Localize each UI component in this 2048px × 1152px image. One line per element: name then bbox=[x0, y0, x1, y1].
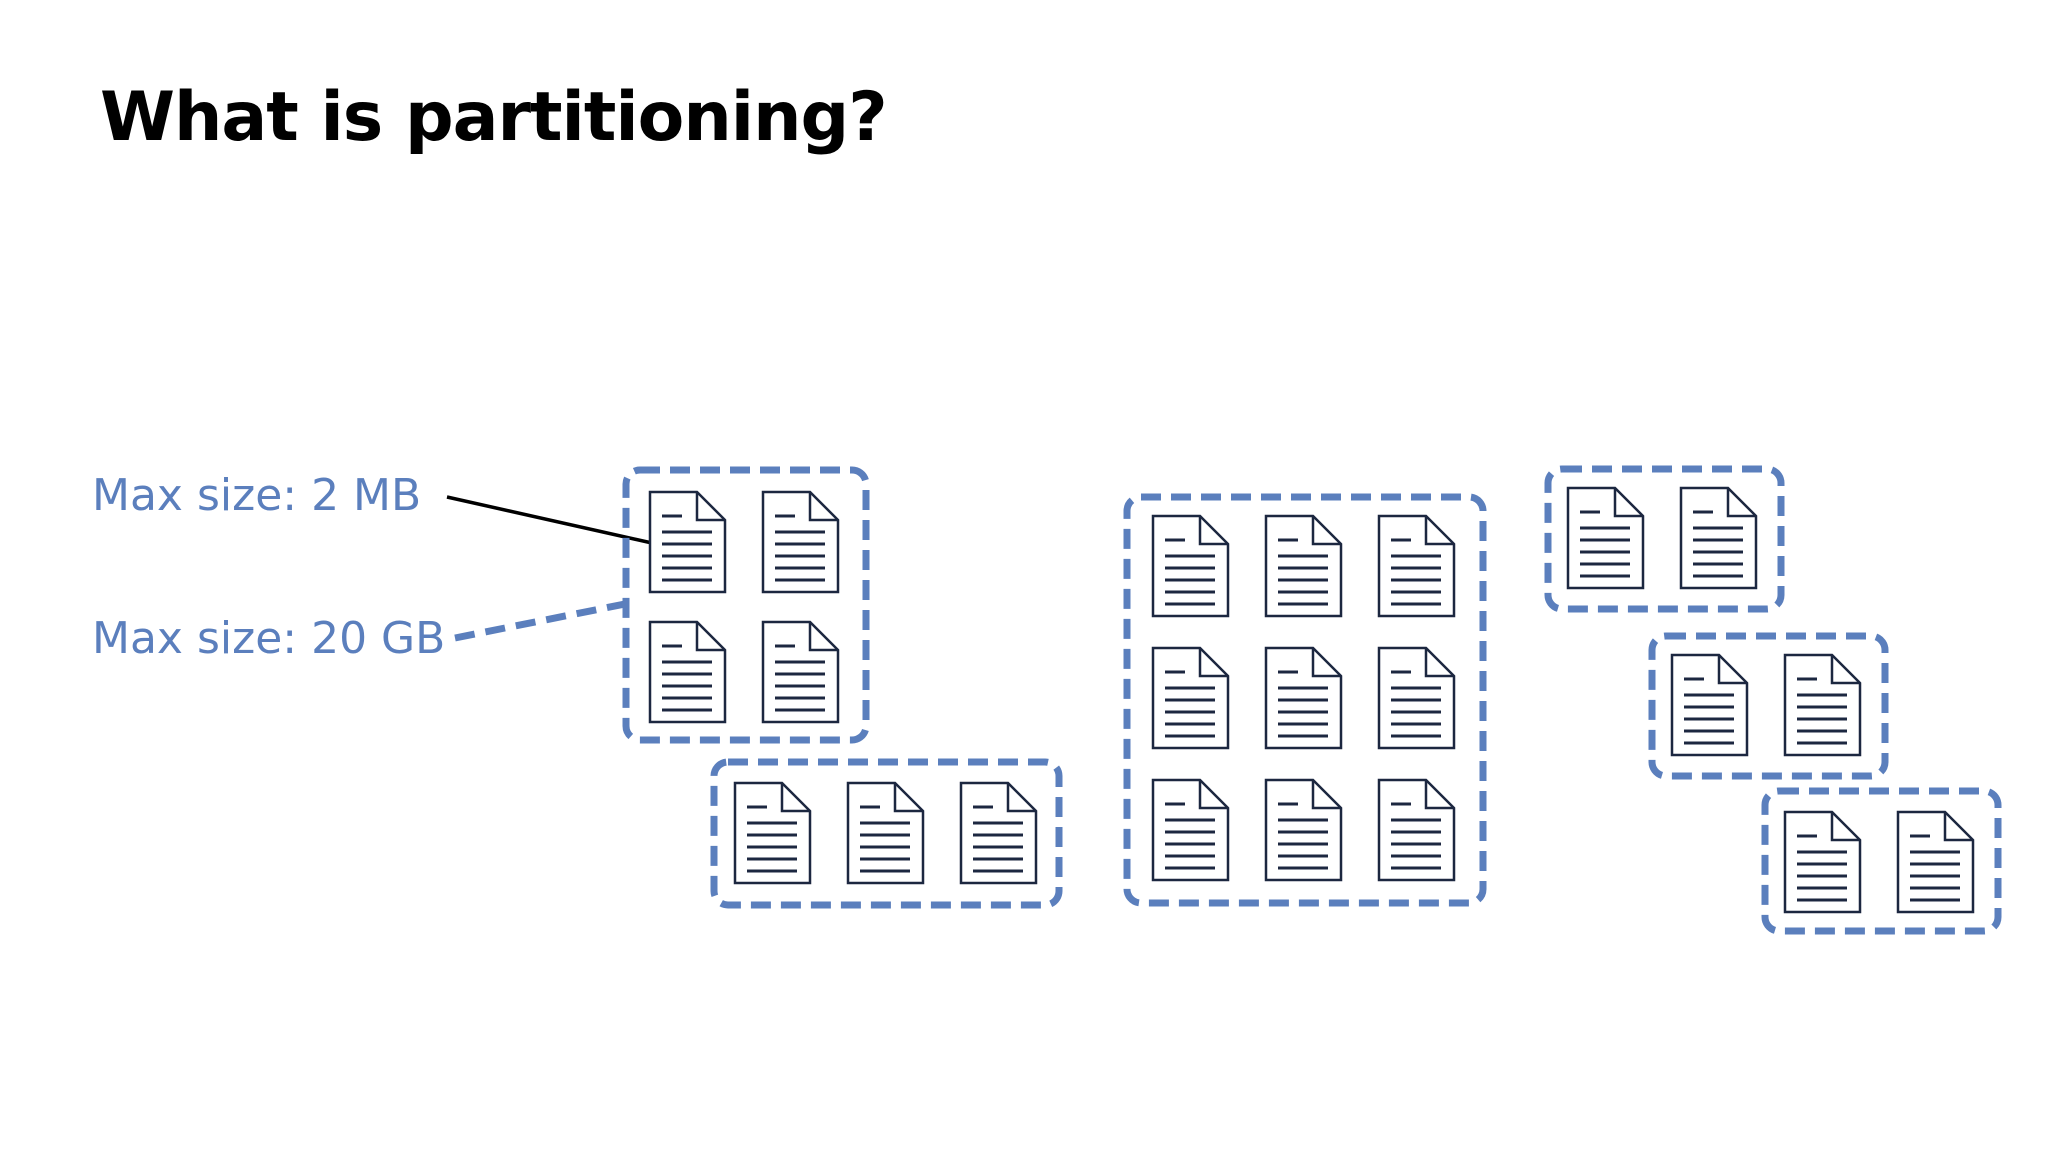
document-icon bbox=[846, 781, 925, 885]
document-icon bbox=[1566, 486, 1645, 590]
partition-size-label: Max size: 20 GB bbox=[92, 613, 446, 664]
document-icon bbox=[1377, 778, 1456, 882]
document-icon bbox=[1783, 653, 1862, 757]
document-icon bbox=[959, 781, 1038, 885]
partition-box bbox=[1544, 465, 1785, 613]
partition-group bbox=[1123, 493, 1487, 907]
document-icon bbox=[1783, 810, 1862, 914]
document-icon bbox=[1151, 646, 1230, 750]
partition-group bbox=[622, 466, 870, 744]
partition-box bbox=[1648, 632, 1889, 780]
document-icon bbox=[1670, 653, 1749, 757]
partition-group bbox=[1544, 465, 1785, 613]
document-icon bbox=[1377, 514, 1456, 618]
document-icon bbox=[761, 490, 840, 594]
document-icon bbox=[1151, 514, 1230, 618]
document-icon bbox=[1264, 514, 1343, 618]
document-size-label: Max size: 2 MB bbox=[92, 470, 422, 521]
partition-connector-line bbox=[454, 599, 631, 642]
document-icon bbox=[1377, 646, 1456, 750]
partition-box bbox=[1123, 493, 1487, 907]
document-icon bbox=[1151, 778, 1230, 882]
document-icon bbox=[648, 490, 727, 594]
partition-box bbox=[710, 758, 1063, 909]
partition-box bbox=[622, 466, 870, 744]
document-icon bbox=[648, 620, 727, 724]
document-icon bbox=[1264, 646, 1343, 750]
document-connector-line bbox=[446, 495, 653, 545]
document-icon bbox=[1264, 778, 1343, 882]
document-icon bbox=[761, 620, 840, 724]
document-icon bbox=[1896, 810, 1975, 914]
document-icon bbox=[1679, 486, 1758, 590]
partition-group bbox=[1648, 632, 1889, 780]
document-icon bbox=[733, 781, 812, 885]
partition-group bbox=[1761, 787, 2002, 935]
partition-group bbox=[710, 758, 1063, 909]
partition-box bbox=[1761, 787, 2002, 935]
slide-title: What is partitioning? bbox=[100, 78, 888, 157]
